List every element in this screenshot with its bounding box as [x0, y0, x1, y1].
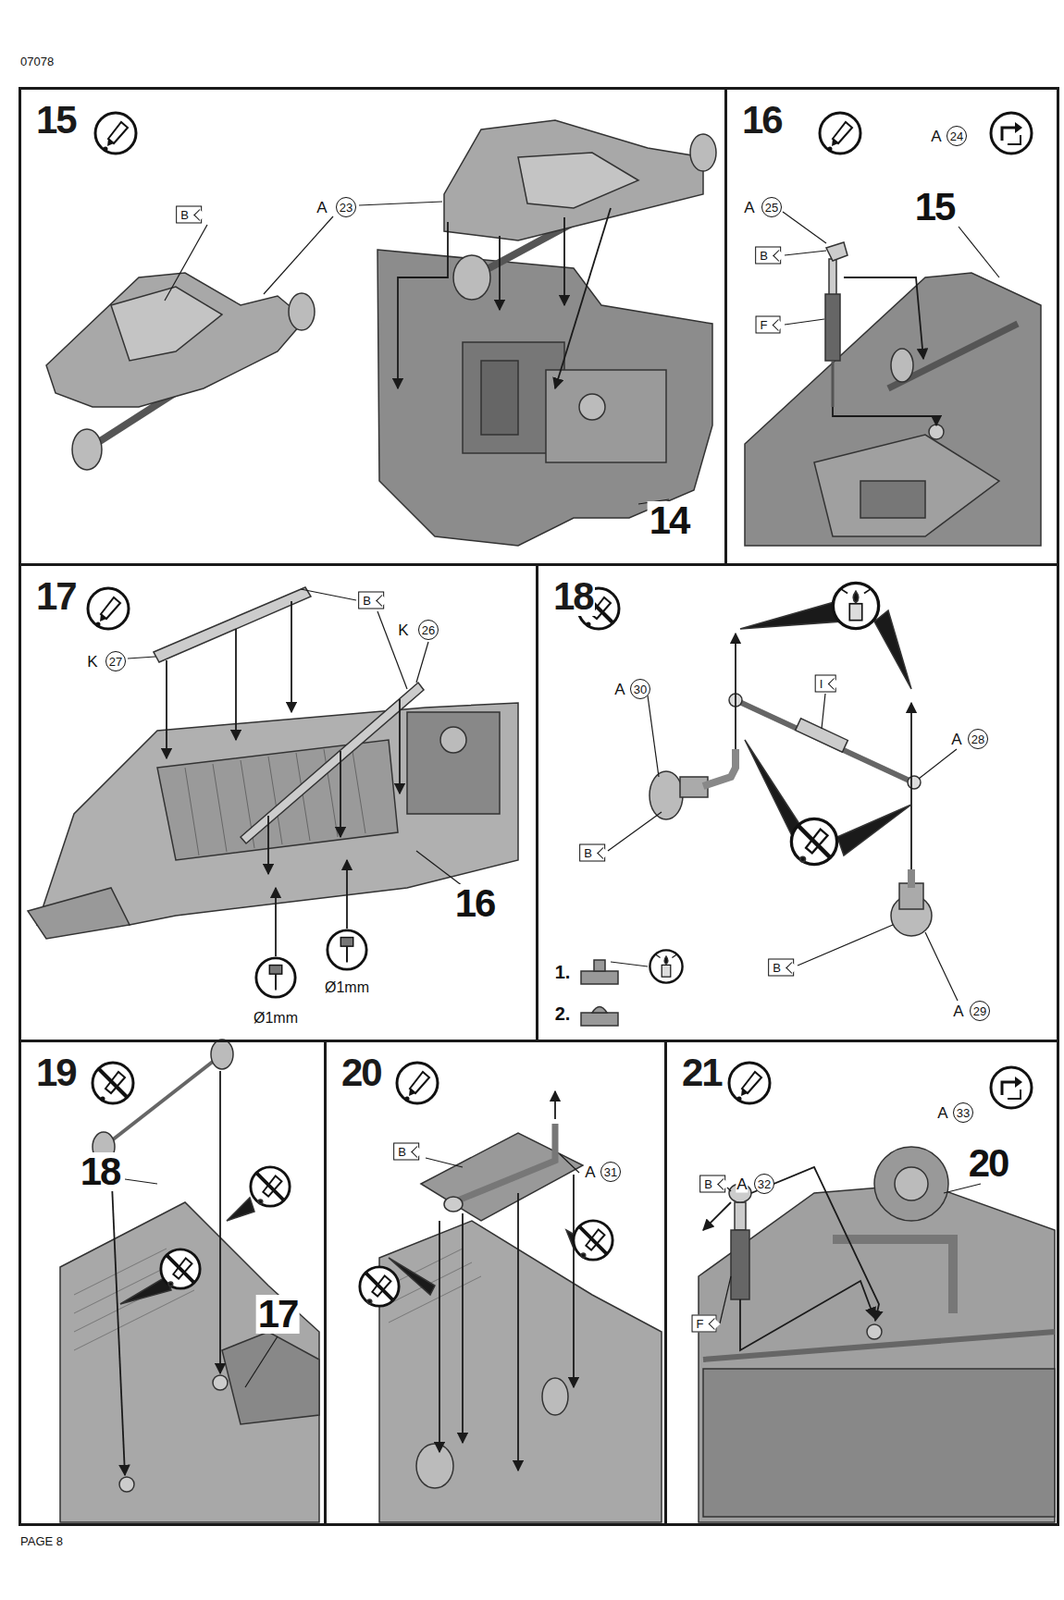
step-number: 18	[551, 577, 595, 617]
callout-number: 23	[335, 197, 357, 218]
callout-number: 32	[754, 1174, 775, 1195]
part-flag: B	[175, 206, 202, 224]
dimension: Ø1mm	[323, 979, 371, 997]
step-number: 15	[34, 100, 78, 140]
step-panel: 20	[323, 1039, 668, 1527]
part-flag: B	[754, 247, 781, 265]
callout-number: 25	[761, 197, 782, 218]
callout-number: 27	[105, 651, 126, 672]
assembly-number: 14	[647, 501, 692, 541]
part-flag: I	[815, 675, 837, 693]
step-panel: 19	[18, 1039, 327, 1527]
step-panel: 17	[18, 563, 539, 1043]
panel-21-art	[698, 1147, 1055, 1523]
panel-19-art	[60, 1039, 320, 1523]
part-flag: B	[767, 959, 794, 978]
assembly-number: 17	[256, 1295, 300, 1335]
part-flag: B	[358, 592, 384, 610]
assembly-number: 18	[78, 1152, 123, 1192]
part-flag: B	[393, 1143, 420, 1162]
page-text: 07078	[20, 55, 54, 68]
panel-18-art	[581, 582, 958, 1027]
sub-step-number: 2.	[555, 1004, 571, 1024]
sub-step-number: 1.	[555, 963, 571, 982]
assembly-number: 15	[913, 187, 957, 227]
panel-15-art	[46, 120, 717, 546]
callout-number: 31	[600, 1162, 621, 1183]
callout-number: 26	[418, 619, 439, 641]
step-panel: 21	[664, 1039, 1060, 1527]
callout-number: 28	[967, 729, 989, 750]
part-letter: K	[396, 621, 409, 640]
part-flag: B	[579, 844, 606, 863]
part-flag: F	[755, 316, 781, 335]
part-flag: F	[692, 1315, 718, 1334]
part-letter: A	[952, 1002, 965, 1021]
part-letter: K	[86, 653, 99, 671]
part-letter: A	[929, 127, 942, 146]
step-number: 19	[34, 1053, 78, 1093]
assembly-number: 20	[966, 1144, 1011, 1184]
step-panel: 18	[535, 563, 1060, 1043]
part-letter: A	[583, 1163, 596, 1182]
part-letter: A	[735, 1175, 748, 1194]
step-number: 16	[740, 100, 784, 140]
page-text: PAGE 8	[20, 1535, 63, 1548]
callout-number: 29	[969, 1001, 990, 1022]
part-letter: A	[613, 680, 626, 699]
panel-17-art	[27, 587, 519, 998]
part-letter: A	[950, 730, 963, 749]
part-letter: A	[936, 1104, 949, 1123]
step-panel: 15	[18, 86, 728, 567]
assembly-number: 16	[453, 884, 497, 924]
panel-16-art	[744, 211, 1041, 546]
step-number: 17	[34, 577, 78, 617]
callout-number: 24	[946, 125, 967, 147]
part-letter: A	[315, 198, 328, 217]
dimension: Ø1mm	[252, 1010, 299, 1027]
icons	[87, 112, 1032, 1109]
part-flag: B	[699, 1175, 726, 1194]
part-letter: A	[742, 198, 755, 217]
callout-number: 33	[952, 1102, 974, 1124]
step-number: 20	[339, 1053, 384, 1093]
callout-number: 30	[630, 679, 651, 700]
step-number: 21	[680, 1053, 724, 1093]
panel-20-art	[359, 1091, 662, 1523]
